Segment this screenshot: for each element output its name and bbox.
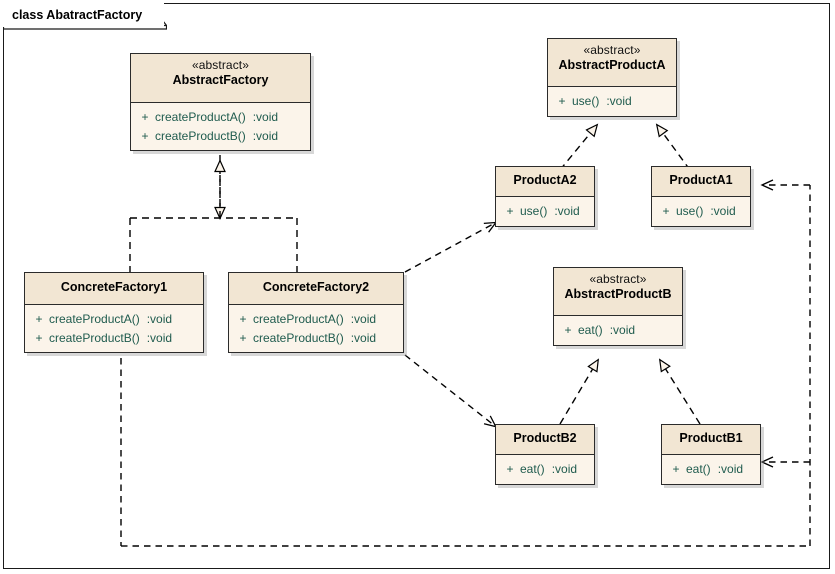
member-visibility: +	[564, 323, 572, 337]
member-visibility: +	[239, 312, 247, 326]
class-member: + createProductA() :void	[135, 108, 306, 127]
class-header-abstractfactory: «abstract» AbstractFactory	[131, 54, 310, 103]
class-name: ProductB2	[513, 431, 577, 445]
member-visibility: +	[662, 204, 670, 218]
member-visibility: +	[35, 330, 43, 345]
class-box-abstractproducta[interactable]: «abstract» AbstractProductA + use() :voi…	[547, 38, 677, 117]
member-type: :void	[350, 312, 377, 326]
class-members-productb2: + eat() :void	[496, 455, 594, 484]
member-type: :void	[554, 204, 580, 218]
class-box-abstractfactory[interactable]: «abstract» AbstractFactory + createProdu…	[130, 53, 311, 152]
member-type: :void	[551, 462, 578, 476]
class-members-concretefactory2: + createProductA() :void + createProduct…	[229, 305, 403, 353]
class-header-producta1: ProductA1	[652, 167, 750, 197]
class-name: ConcreteFactory2	[262, 280, 370, 294]
class-name: AbstractFactory	[172, 72, 269, 87]
class-members-producta2: + use() :void	[496, 197, 594, 226]
member-visibility: +	[141, 110, 149, 124]
diagram-title: class AbatractFactory	[12, 8, 143, 22]
class-name: ProductA1	[669, 173, 733, 187]
member-visibility: +	[141, 128, 149, 143]
member-visibility: +	[35, 312, 43, 326]
class-box-abstractproductb[interactable]: «abstract» AbstractProductB + eat() :voi…	[553, 267, 683, 346]
member-type: :void	[252, 110, 279, 124]
member-type: :void	[710, 204, 736, 218]
member-signature: use()	[572, 94, 600, 108]
class-name: AbstractProductB	[564, 286, 672, 301]
class-stereotype: «abstract»	[583, 43, 641, 57]
member-type: :void	[717, 462, 744, 476]
member-signature: eat()	[686, 462, 711, 476]
member-signature: eat()	[578, 323, 603, 337]
member-type: :void	[252, 128, 279, 143]
class-stereotype: «abstract»	[191, 58, 250, 72]
member-signature: createProductA()	[155, 110, 246, 124]
member-visibility: +	[506, 462, 514, 476]
class-name: ConcreteFactory1	[60, 280, 168, 294]
class-member: + use() :void	[500, 202, 590, 221]
class-box-producta1[interactable]: ProductA1 + use() :void	[651, 166, 751, 227]
class-members-abstractproductb: + eat() :void	[554, 316, 682, 345]
member-signature: createProductB()	[155, 128, 246, 143]
class-member: + createProductB() :void	[29, 329, 199, 348]
class-box-concretefactory2[interactable]: ConcreteFactory2 + createProductA() :voi…	[228, 272, 404, 354]
member-type: :void	[609, 323, 636, 337]
member-visibility: +	[672, 462, 680, 476]
class-member: + use() :void	[552, 92, 672, 111]
class-header-abstractproductb: «abstract» AbstractProductB	[554, 268, 682, 316]
member-signature: use()	[520, 204, 548, 218]
member-type: :void	[146, 312, 173, 326]
diagram-frame	[3, 3, 830, 569]
diagram-title-tab: class AbatractFactory	[3, 3, 165, 27]
class-name: ProductA2	[513, 173, 577, 187]
class-box-concretefactory1[interactable]: ConcreteFactory1 + createProductA() :voi…	[24, 272, 204, 354]
member-signature: createProductA()	[49, 312, 140, 326]
class-header-producta2: ProductA2	[496, 167, 594, 197]
member-type: :void	[350, 330, 377, 345]
member-visibility: +	[558, 94, 566, 108]
class-members-abstractproducta: + use() :void	[548, 87, 676, 116]
class-member: + createProductB() :void	[233, 329, 399, 348]
class-header-productb2: ProductB2	[496, 425, 594, 455]
member-type: :void	[606, 94, 632, 108]
class-header-productb1: ProductB1	[662, 425, 760, 455]
class-member: + createProductB() :void	[135, 127, 306, 146]
class-member: + eat() :void	[558, 321, 678, 340]
class-header-concretefactory2: ConcreteFactory2	[229, 273, 403, 305]
class-header-concretefactory1: ConcreteFactory1	[25, 273, 203, 305]
member-signature: eat()	[520, 462, 545, 476]
class-members-producta1: + use() :void	[652, 197, 750, 226]
member-signature: createProductB()	[253, 330, 344, 345]
member-visibility: +	[506, 204, 514, 218]
class-member: + use() :void	[656, 202, 746, 221]
class-box-productb1[interactable]: ProductB1 + eat() :void	[661, 424, 761, 485]
class-name: AbstractProductA	[558, 57, 666, 72]
class-member: + createProductA() :void	[29, 310, 199, 329]
member-signature: createProductA()	[253, 312, 344, 326]
class-member: + eat() :void	[666, 460, 756, 479]
member-visibility: +	[239, 330, 247, 345]
class-stereotype: «abstract»	[589, 272, 647, 286]
class-members-abstractfactory: + createProductA() :void + createProduct…	[131, 103, 310, 151]
member-type: :void	[146, 330, 173, 345]
member-signature: createProductB()	[49, 330, 140, 345]
class-box-productb2[interactable]: ProductB2 + eat() :void	[495, 424, 595, 485]
class-header-abstractproducta: «abstract» AbstractProductA	[548, 39, 676, 87]
class-member: + eat() :void	[500, 460, 590, 479]
class-box-producta2[interactable]: ProductA2 + use() :void	[495, 166, 595, 227]
class-members-concretefactory1: + createProductA() :void + createProduct…	[25, 305, 203, 353]
class-member: + createProductA() :void	[233, 310, 399, 329]
class-name: ProductB1	[679, 431, 743, 445]
member-signature: use()	[676, 204, 704, 218]
class-members-productb1: + eat() :void	[662, 455, 760, 484]
